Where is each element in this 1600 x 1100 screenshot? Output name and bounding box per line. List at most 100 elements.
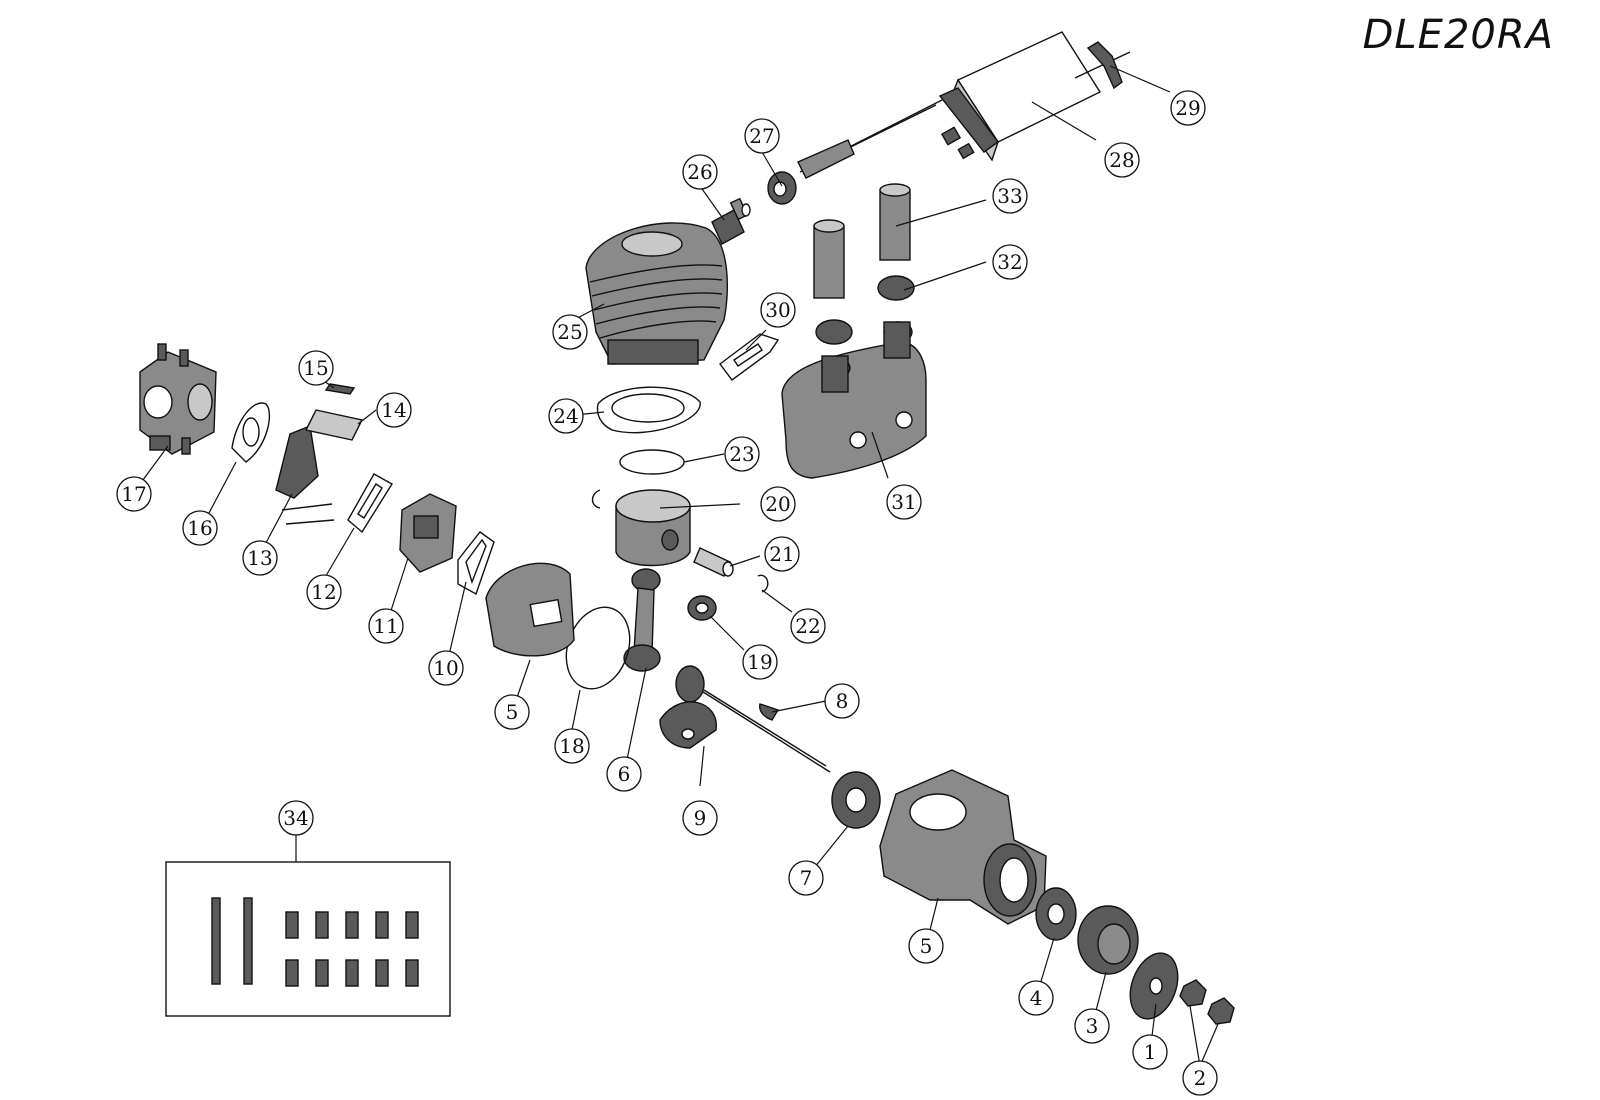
- callout-5-crankcase: 5: [908, 928, 944, 964]
- callout-16: 16: [182, 510, 218, 546]
- callout-23: 23: [724, 436, 760, 472]
- diagram-title: DLE20RA: [1362, 12, 1554, 58]
- callout-11-label: 11: [373, 614, 398, 638]
- callout-12-label: 12: [311, 580, 336, 604]
- callout-22: 22: [790, 608, 826, 644]
- starter-shaft-part: [767, 99, 943, 205]
- spark-plug-part: [711, 197, 751, 245]
- starter-motor-part: [938, 31, 1102, 162]
- prop-hub-part: [1077, 905, 1139, 975]
- callout-28-label: 28: [1109, 148, 1134, 172]
- woodruff-key-part: [758, 703, 780, 721]
- reed-plate-part: [275, 425, 335, 525]
- callout-4: 4: [1018, 980, 1054, 1016]
- callout-3: 3: [1074, 1008, 1110, 1044]
- carb-gasket-part: [231, 402, 270, 463]
- callout-22-label: 22: [795, 614, 820, 638]
- needle-bearing-part: [687, 595, 717, 621]
- callout-21: 21: [764, 536, 800, 572]
- callout-34-label: 34: [283, 806, 308, 830]
- reed-petal-part: [304, 409, 364, 441]
- exhaust-gasket-part: [719, 333, 780, 381]
- callout-26-label: 26: [687, 160, 712, 184]
- callout-19: 19: [742, 644, 778, 680]
- callout-5b-label: 5: [920, 934, 933, 958]
- callout-24: 24: [548, 398, 584, 434]
- callout-27: 27: [744, 118, 780, 154]
- connecting-rod-part: [623, 568, 661, 672]
- callout-30-label: 30: [765, 298, 790, 322]
- callout-1-label: 1: [1144, 1040, 1157, 1064]
- callout-30: 30: [760, 292, 796, 328]
- prop-adapter-part: [1074, 41, 1131, 90]
- muffler-clamps-part: [815, 275, 915, 345]
- exhaust-stacks-part: [813, 183, 911, 299]
- socket-screws-bottom-row: [285, 959, 419, 987]
- callout-21-label: 21: [769, 542, 794, 566]
- callout-32: 32: [992, 244, 1028, 280]
- callout-28: 28: [1104, 142, 1140, 178]
- callout-3-label: 3: [1086, 1014, 1099, 1038]
- callout-33: 33: [992, 178, 1028, 214]
- callout-17: 17: [116, 476, 152, 512]
- muffler-part: [781, 321, 927, 479]
- callout-2-label: 2: [1194, 1066, 1207, 1090]
- reed-block-part: [399, 493, 457, 573]
- callout-12: 12: [306, 574, 342, 610]
- intake-gasket-part: [457, 531, 495, 596]
- callout-20-label: 20: [765, 492, 790, 516]
- callout-7: 7: [788, 860, 824, 896]
- callout-6-label: 6: [618, 762, 631, 786]
- rear-bearing-part: [1035, 887, 1077, 941]
- callout-8: 8: [824, 683, 860, 719]
- callout-14: 14: [376, 392, 412, 428]
- callout-11: 11: [368, 608, 404, 644]
- callout-25-label: 25: [557, 320, 582, 344]
- reed-gasket-part: [347, 473, 393, 534]
- callout-17-label: 17: [121, 482, 146, 506]
- callout-26: 26: [682, 154, 718, 190]
- cylinder-part: [585, 222, 728, 365]
- callout-13-label: 13: [247, 546, 272, 570]
- piston-pin-clip-part: [591, 489, 769, 593]
- callout-6: 6: [606, 756, 642, 792]
- callout-9-label: 9: [694, 806, 707, 830]
- callout-13: 13: [242, 540, 278, 576]
- callout-23-label: 23: [729, 442, 754, 466]
- callout-18-label: 18: [559, 734, 584, 758]
- callout-2: 2: [1182, 1060, 1218, 1096]
- callout-29: 29: [1170, 90, 1206, 126]
- callout-15: 15: [298, 350, 334, 386]
- piston-part: [615, 489, 691, 567]
- callout-29-label: 29: [1175, 96, 1200, 120]
- screw-kit-part: [165, 861, 451, 1017]
- carburetor-part: [139, 343, 217, 455]
- callout-33-label: 33: [997, 184, 1022, 208]
- callout-14-label: 14: [381, 398, 406, 422]
- reed-stop-part: [324, 383, 356, 395]
- callout-31-label: 31: [891, 490, 916, 514]
- crankshaft-part: [659, 665, 831, 773]
- callout-27-label: 27: [749, 124, 774, 148]
- callout-9: 9: [682, 800, 718, 836]
- callout-8-label: 8: [836, 689, 849, 713]
- base-gasket-part: [596, 386, 701, 434]
- callout-34: 34: [278, 800, 314, 836]
- callout-20: 20: [760, 486, 796, 522]
- prop-washer-part: [1129, 952, 1179, 1020]
- callout-31: 31: [886, 484, 922, 520]
- crankcase-part: [879, 769, 1047, 925]
- prop-nuts-part: [1179, 979, 1235, 1025]
- callout-5a-label: 5: [506, 700, 519, 724]
- callout-32-label: 32: [997, 250, 1022, 274]
- callout-24-label: 24: [553, 404, 578, 428]
- callout-19-label: 19: [747, 650, 772, 674]
- callout-25: 25: [552, 314, 588, 350]
- callout-7-label: 7: [800, 866, 813, 890]
- callout-1: 1: [1132, 1034, 1168, 1070]
- callout-10: 10: [428, 650, 464, 686]
- callout-4-label: 4: [1030, 986, 1043, 1010]
- callout-15-label: 15: [303, 356, 328, 380]
- callout-10-label: 10: [433, 656, 458, 680]
